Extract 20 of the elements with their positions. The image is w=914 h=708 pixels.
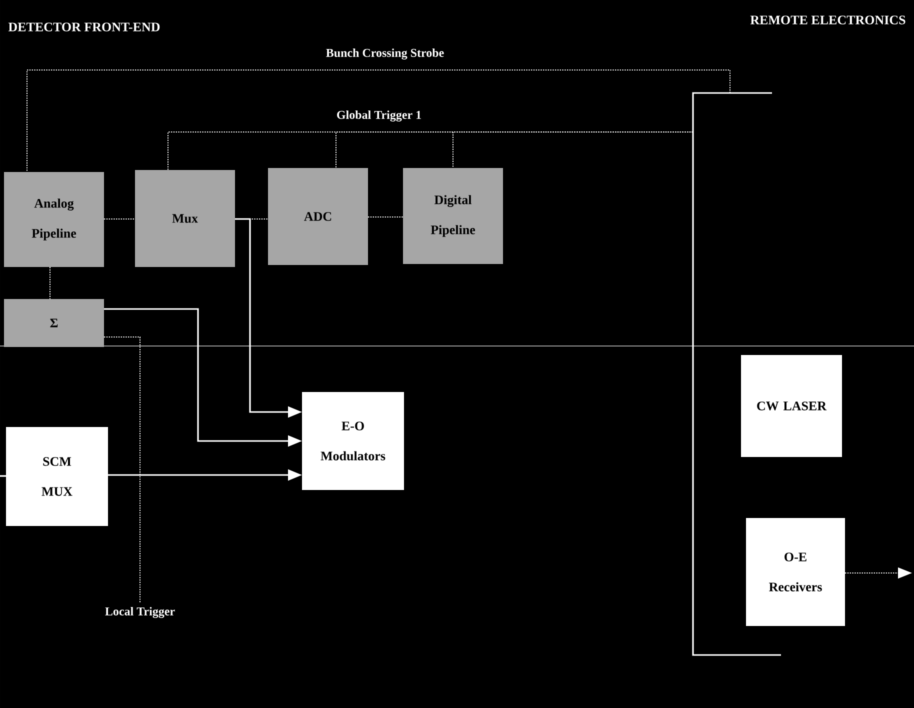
adc-box: ADC <box>268 168 368 265</box>
dotted-line <box>368 216 404 218</box>
receiver-box: O-E Receivers <box>746 518 845 626</box>
connector-line <box>0 475 6 477</box>
trigger-label: Local Trigger <box>105 607 175 618</box>
section-heading: DETECTOR FRONT-END <box>8 22 160 32</box>
edge-label: Bunch Crossing Strobe <box>324 48 446 60</box>
dotted-line <box>104 218 136 220</box>
laser-box: CW LASER <box>741 355 842 457</box>
mux-box: Mux <box>135 170 235 267</box>
dotted-line <box>452 132 694 168</box>
sum-box: Σ <box>4 299 104 347</box>
dotted-line <box>104 336 140 604</box>
modulator-box: E-O Modulators <box>302 392 404 490</box>
edge-label: Global Trigger 1 <box>335 110 423 122</box>
dotted-line <box>26 70 730 172</box>
mux-box: SCM MUX <box>6 427 108 526</box>
pipeline-box: Analog Pipeline <box>4 172 104 267</box>
section-heading: REMOTE ELECTRONICS <box>750 16 906 24</box>
pipeline-box: Digital Pipeline <box>403 168 503 264</box>
